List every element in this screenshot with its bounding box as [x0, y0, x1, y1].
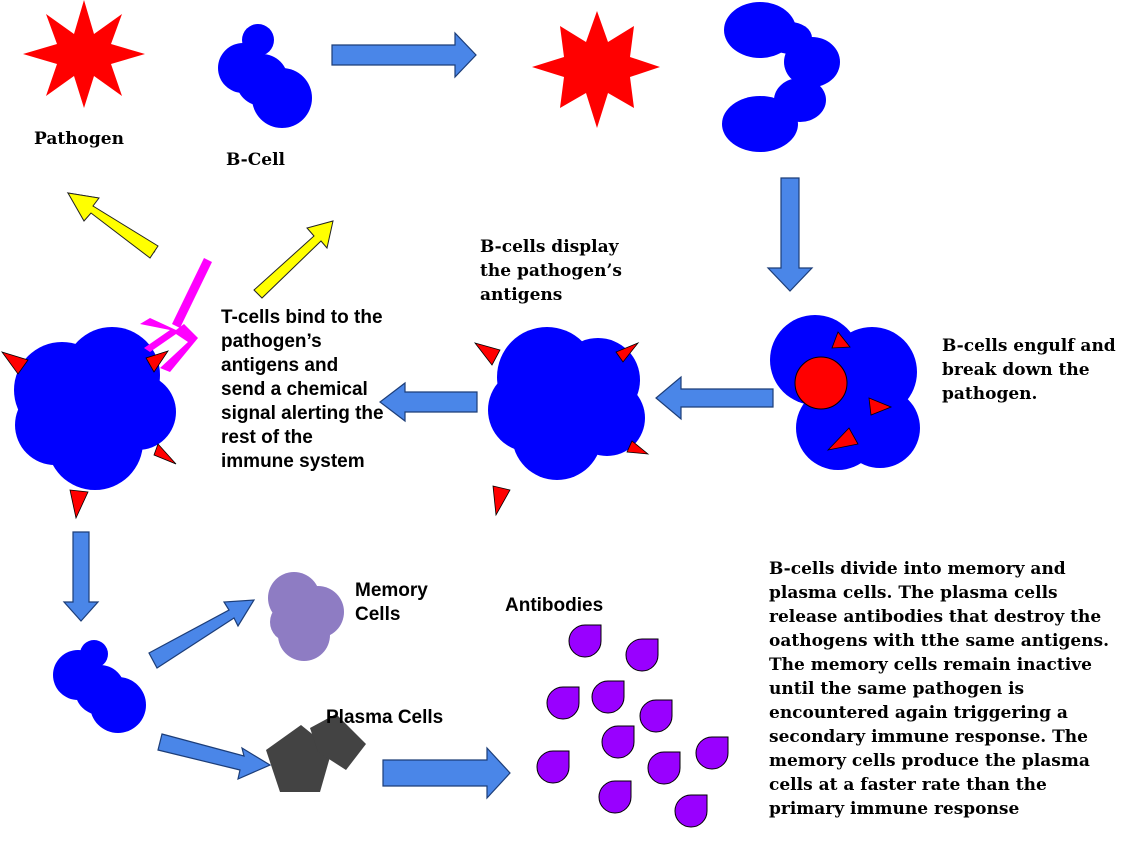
pathogen-icon [532, 11, 660, 128]
signal-arrow [67, 192, 159, 259]
pathogen-label: Pathogen [34, 129, 124, 149]
antibody-icon [674, 794, 708, 828]
b-cell-icon [488, 327, 645, 480]
t-cells-bind-label: T-cells bind to the pathogen’s antigens … [221, 307, 384, 472]
b-cells-engulf-label: B-cells engulf and break down the pathog… [942, 336, 1116, 404]
antigen-icon [492, 485, 511, 517]
flow-arrow [331, 31, 477, 79]
antigen-icon [831, 331, 851, 349]
plasma-cell-icon [266, 714, 366, 792]
antigen-icon [615, 342, 640, 363]
antigen-icon [626, 440, 650, 455]
antibody-icon [598, 780, 632, 814]
pathogen-icon [23, 0, 145, 108]
antibody-icon [601, 725, 635, 759]
antibody-icon [639, 699, 673, 733]
flow-arrow [382, 746, 511, 800]
antigen-icon [69, 489, 89, 520]
b-cell-label: B-Cell [226, 150, 286, 170]
b-cell-icon [218, 24, 312, 128]
signal-arrow [253, 220, 334, 299]
flow-arrow [655, 375, 774, 421]
b-cells-display-label: B-cells display the pathogen’s antigens [480, 237, 622, 305]
antibody-icon [536, 750, 570, 784]
antigen-icon [826, 427, 859, 451]
plasma-cells-label: Plasma Cells [326, 707, 444, 728]
t-cell-receptor-icon [140, 258, 212, 372]
b-cell-engulfing-icon [722, 2, 840, 152]
flow-arrow [379, 381, 478, 423]
antibodies-label: Antibodies [505, 595, 604, 616]
memory-cell-icon [268, 572, 344, 661]
flow-arrow [62, 531, 100, 622]
b-cell-icon [53, 640, 146, 733]
antibody-icon [546, 686, 580, 720]
antigen-icon [0, 351, 29, 375]
flow-arrow [148, 599, 256, 669]
antibody-icon [591, 680, 625, 714]
antibody-icon [568, 624, 602, 658]
antibody-icon [695, 736, 729, 770]
division-note: B-cells divide into memory and plasma ce… [769, 559, 1110, 819]
antigen-icon [153, 443, 177, 465]
antigen-icon [868, 397, 893, 416]
pathogen-icon [794, 356, 848, 410]
antigen-icon [473, 342, 501, 366]
flow-arrow [157, 733, 272, 781]
b-cell-icon [14, 327, 176, 490]
antibody-icon [647, 751, 681, 785]
antigen-icon [145, 350, 169, 373]
flow-arrow [766, 177, 814, 292]
memory-cells-label: Memory Cells [355, 580, 428, 625]
antibody-icon [625, 638, 659, 672]
